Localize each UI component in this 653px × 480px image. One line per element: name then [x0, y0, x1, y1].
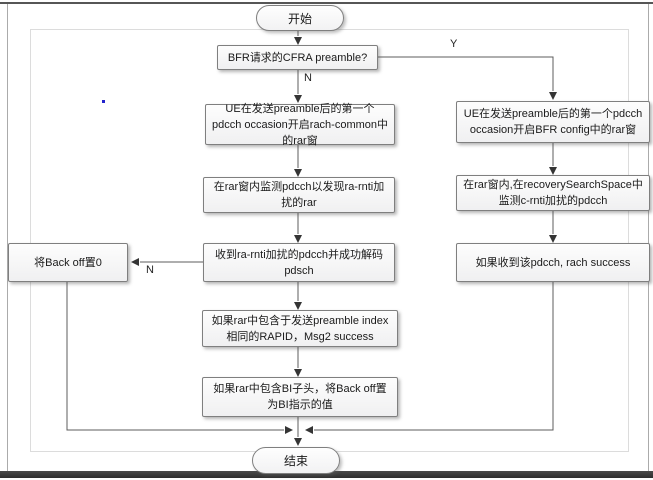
- arrowhead-into-left4: [294, 302, 302, 310]
- no-branch-label: N: [304, 72, 312, 84]
- process-monitor-pdcch-ra-rnti[interactable]: 在rar窗内监测pdcch以发现ra-rnti加扰的rar: [203, 177, 395, 213]
- start-terminator[interactable]: 开始: [256, 5, 344, 31]
- end-terminator[interactable]: 结束: [252, 447, 340, 474]
- arrowhead-merge-left: [285, 426, 293, 434]
- process-set-backoff-zero[interactable]: 将Back off置0: [8, 243, 128, 282]
- process-bi-subheader-backoff[interactable]: 如果rar中包含BI子头，将Back off置为BI指示的值: [202, 377, 398, 417]
- arrowhead-into-right2: [549, 167, 557, 175]
- cursor-dot: [102, 100, 105, 103]
- no-branch-label-sidebox: N: [146, 264, 154, 276]
- arrowhead-into-decision: [294, 37, 302, 45]
- connector-r3-merge: [314, 282, 554, 431]
- arrowhead-into-right3: [549, 235, 557, 243]
- decision-cfra-preamble[interactable]: BFR请求的CFRA preamble?: [217, 45, 378, 70]
- frame-left-edge: [7, 4, 8, 471]
- process-receive-pdcch-decode-pdsch[interactable]: 收到ra-rnti加扰的pdcch并成功解码pdsch: [203, 243, 395, 282]
- arrowhead-into-left5: [294, 369, 302, 377]
- arrowhead-into-left3: [294, 235, 302, 243]
- process-monitor-c-rnti-recovery-searchspace[interactable]: 在rar窗内,在recoverySearchSpace中监测c-rnti加扰的p…: [456, 175, 650, 211]
- frame-bottom-bar: [0, 471, 653, 478]
- connector-sidebox-merge: [66, 282, 284, 431]
- frame-top-edge: [0, 2, 653, 4]
- arrowhead-into-end: [294, 438, 302, 446]
- arrowhead-into-sidebox: [131, 258, 139, 266]
- process-rach-success[interactable]: 如果收到该pdcch, rach success: [456, 243, 650, 282]
- arrowhead-into-left1: [294, 95, 302, 103]
- frame-right-edge: [648, 4, 649, 471]
- arrowhead-merge-right: [305, 426, 313, 434]
- process-rapid-match-msg2-success[interactable]: 如果rar中包含于发送preamble index相同的RAPID，Msg2 s…: [202, 310, 398, 347]
- yes-branch-label: Y: [450, 38, 458, 50]
- process-open-rar-window-rach-common[interactable]: UE在发送preamble后的第一个pdcch occasion开启rach-c…: [205, 103, 395, 147]
- arrowhead-into-right1: [549, 92, 557, 100]
- arrowhead-into-left2: [294, 169, 302, 177]
- connector-decision-yes: [378, 56, 554, 91]
- process-open-rar-window-bfr-config[interactable]: UE在发送preamble后的第一个pdcch occasion开启BFR co…: [456, 101, 650, 143]
